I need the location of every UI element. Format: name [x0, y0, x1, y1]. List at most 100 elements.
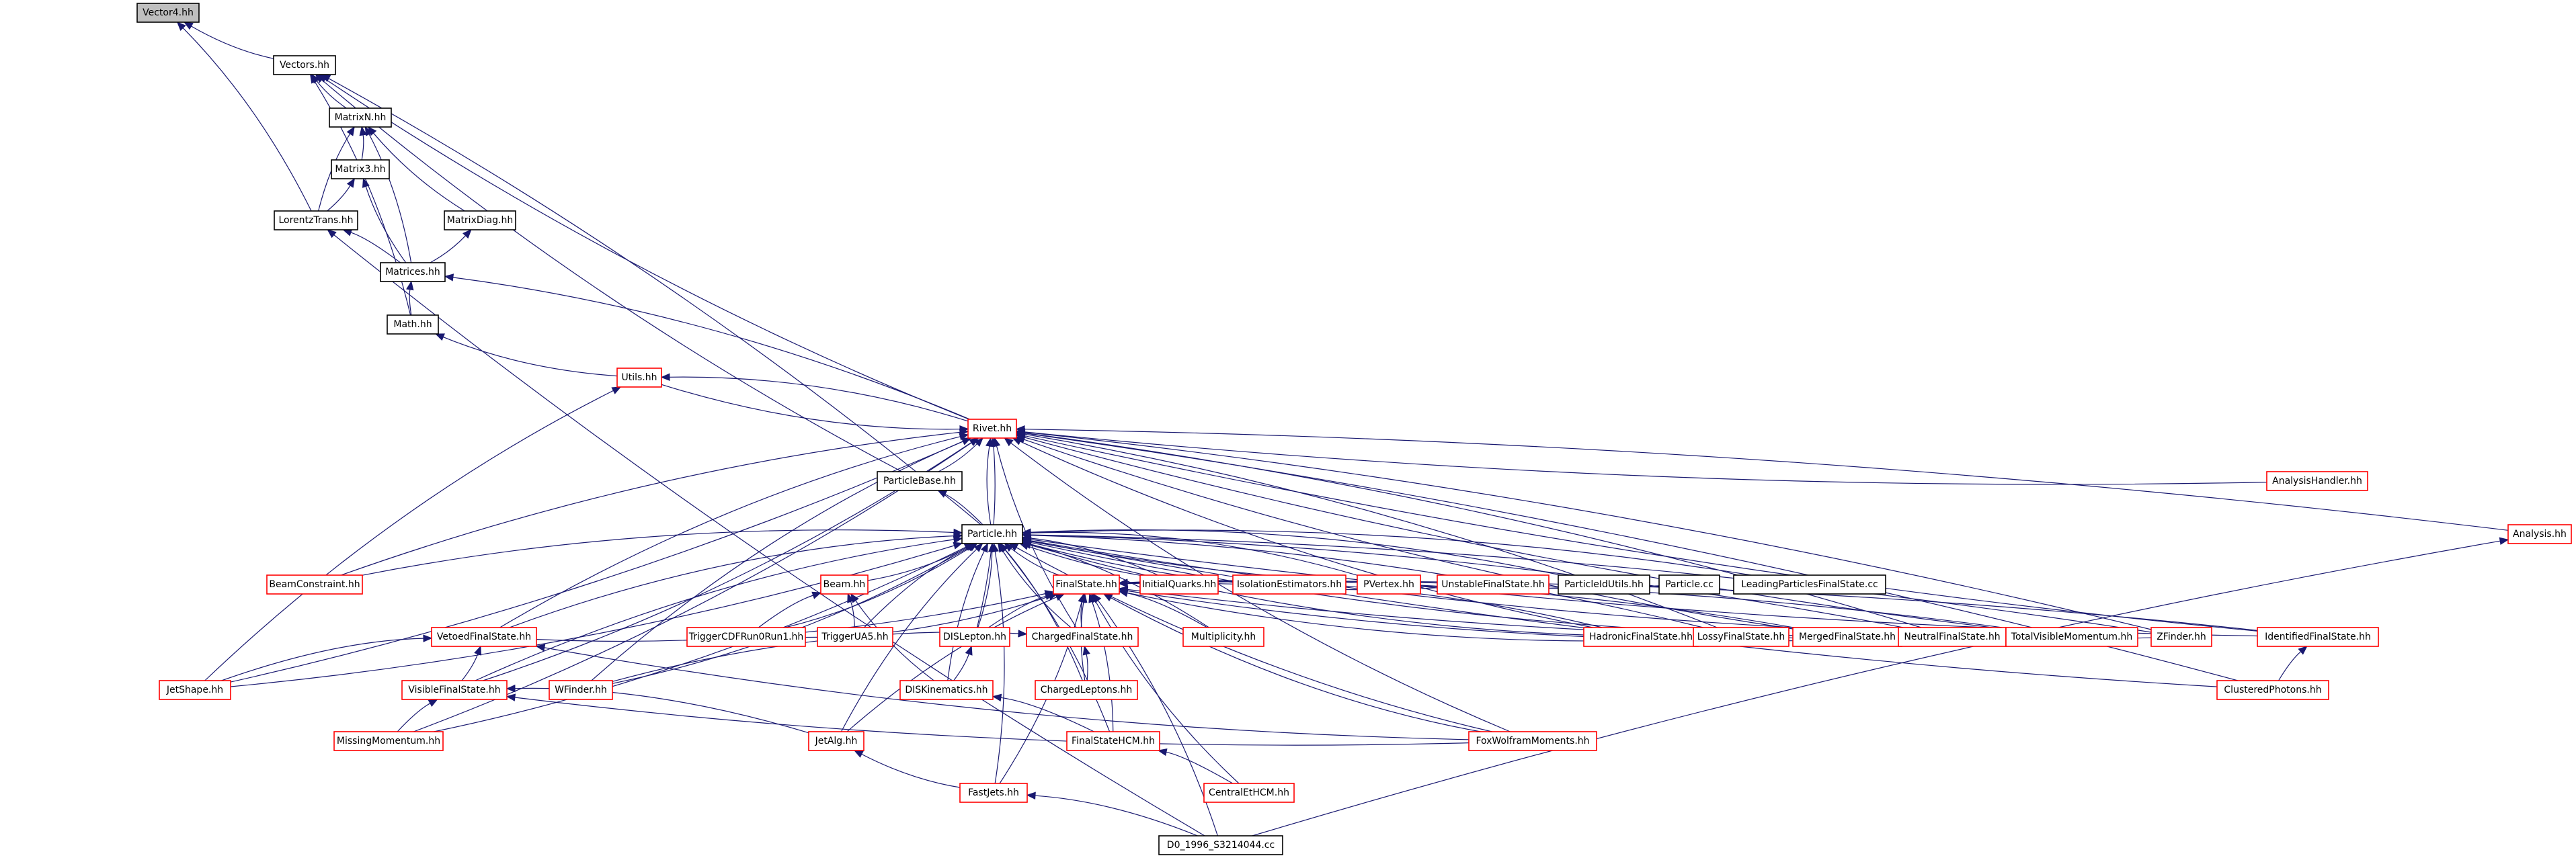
node-box[interactable] [273, 55, 336, 75]
node-analysishandler[interactable]: AnalysisHandler.hh [2266, 471, 2368, 491]
node-foxwolfram[interactable]: FoxWolframMoments.hh [1468, 731, 1597, 751]
node-box[interactable] [616, 368, 662, 388]
node-math[interactable]: Math.hh [387, 314, 439, 335]
node-label[interactable]: TotalVisibleMomentum.hh [2011, 632, 2132, 642]
node-vetoedfinalstate[interactable]: VetoedFinalState.hh [431, 627, 537, 647]
node-label[interactable]: JetAlg.hh [815, 736, 858, 746]
node-pvertex[interactable]: PVertex.hh [1357, 574, 1421, 595]
node-box[interactable] [2257, 627, 2379, 647]
node-box[interactable] [329, 108, 392, 128]
node-label[interactable]: LossyFinalState.hh [1697, 632, 1785, 642]
node-label[interactable]: Multiplicity.hh [1191, 632, 1256, 642]
node-box[interactable] [1437, 574, 1549, 595]
node-hadronicfinalstate[interactable]: HadronicFinalState.hh [1583, 627, 1699, 647]
node-totalvisiblemomentum[interactable]: TotalVisibleMomentum.hh [2005, 627, 2138, 647]
node-box[interactable] [820, 574, 869, 595]
node-zfinder[interactable]: ZFinder.hh [2150, 627, 2212, 647]
node-leadingparticles[interactable]: LeadingParticlesFinalState.cc [1733, 574, 1886, 595]
node-mergedfinalstate[interactable]: MergedFinalState.hh [1792, 627, 1902, 647]
node-label[interactable]: NeutralFinalState.hh [1904, 632, 2000, 642]
node-initialquarks[interactable]: InitialQuarks.hh [1139, 574, 1219, 595]
node-box[interactable] [266, 574, 363, 595]
node-box[interactable] [1158, 835, 1283, 855]
node-particlecc[interactable]: Particle.cc [1658, 574, 1720, 595]
node-box[interactable] [1792, 627, 1902, 647]
node-label[interactable]: LorentzTrans.hh [278, 215, 353, 226]
node-box[interactable] [2005, 627, 2138, 647]
node-box[interactable] [1066, 731, 1160, 751]
node-box[interactable] [1053, 574, 1120, 595]
node-label[interactable]: UnstableFinalState.hh [1441, 579, 1544, 590]
node-multiplicity[interactable]: Multiplicity.hh [1182, 627, 1264, 647]
node-box[interactable] [431, 627, 537, 647]
node-box[interactable] [1182, 627, 1264, 647]
node-particleidutils[interactable]: ParticleIdUtils.hh [1558, 574, 1650, 595]
node-utils[interactable]: Utils.hh [616, 368, 662, 388]
node-finalstatehcm[interactable]: FinalStateHCM.hh [1066, 731, 1160, 751]
node-box[interactable] [1357, 574, 1421, 595]
node-label[interactable]: FastJets.hh [968, 787, 1019, 798]
node-lorentztrans[interactable]: LorentzTrans.hh [274, 210, 358, 230]
node-finalstate[interactable]: FinalState.hh [1053, 574, 1120, 595]
node-label[interactable]: Matrix3.hh [335, 164, 385, 175]
node-label[interactable]: MissingMomentum.hh [337, 736, 440, 746]
node-matrixn[interactable]: MatrixN.hh [329, 108, 392, 128]
node-label[interactable]: Math.hh [393, 319, 432, 330]
node-triggerua5[interactable]: TriggerUA5.hh [817, 627, 893, 647]
node-box[interactable] [1693, 627, 1789, 647]
node-diskinematics[interactable]: DISKinematics.hh [899, 680, 994, 700]
node-lossyfinalstate[interactable]: LossyFinalState.hh [1693, 627, 1789, 647]
node-box[interactable] [1583, 627, 1699, 647]
node-jetshape[interactable]: JetShape.hh [159, 680, 231, 700]
node-label[interactable]: DISKinematics.hh [905, 685, 988, 695]
node-label[interactable]: FinalStateHCM.hh [1072, 736, 1155, 746]
node-box[interactable] [444, 210, 516, 230]
node-beamconstraint[interactable]: BeamConstraint.hh [266, 574, 363, 595]
node-box[interactable] [274, 210, 358, 230]
node-triggercdf[interactable]: TriggerCDFRun0Run1.hh [686, 627, 806, 647]
node-label[interactable]: Utils.hh [621, 372, 657, 383]
node-box[interactable] [2150, 627, 2212, 647]
node-label[interactable]: AnalysisHandler.hh [2272, 476, 2362, 486]
node-fastjets[interactable]: FastJets.hh [959, 783, 1028, 803]
node-label[interactable]: IsolationEstimators.hh [1237, 579, 1342, 590]
node-box[interactable] [1026, 627, 1139, 647]
node-box[interactable] [967, 419, 1017, 439]
node-label[interactable]: Rivet.hh [973, 423, 1012, 434]
node-label[interactable]: FoxWolframMoments.hh [1476, 736, 1589, 746]
node-label[interactable]: ClusteredPhotons.hh [2224, 685, 2321, 695]
node-vectors[interactable]: Vectors.hh [273, 55, 336, 75]
node-label[interactable]: Analysis.hh [2513, 529, 2567, 540]
node-dislepton[interactable]: DISLepton.hh [939, 627, 1010, 647]
node-box[interactable] [1898, 627, 2007, 647]
node-label[interactable]: Beam.hh [823, 579, 866, 590]
node-box[interactable] [2216, 680, 2329, 700]
node-label[interactable]: Particle.cc [1665, 579, 1714, 590]
node-box[interactable] [1658, 574, 1720, 595]
node-clusteredphotons[interactable]: ClusteredPhotons.hh [2216, 680, 2329, 700]
node-box[interactable] [1139, 574, 1219, 595]
node-box[interactable] [331, 159, 390, 179]
node-box[interactable] [959, 783, 1028, 803]
node-label[interactable]: ChargedLeptons.hh [1041, 685, 1133, 695]
node-label[interactable]: ChargedFinalState.hh [1032, 632, 1133, 642]
node-d0[interactable]: D0_1996_S3214044.cc [1158, 835, 1283, 855]
node-label[interactable]: ParticleIdUtils.hh [1564, 579, 1644, 590]
node-label[interactable]: Matrices.hh [385, 267, 440, 277]
node-box[interactable] [808, 731, 864, 751]
node-identifiedfinalstate[interactable]: IdentifiedFinalState.hh [2257, 627, 2379, 647]
node-box[interactable] [387, 314, 439, 335]
node-box[interactable] [549, 680, 613, 700]
node-beam[interactable]: Beam.hh [820, 574, 869, 595]
node-box[interactable] [961, 524, 1023, 544]
node-label[interactable]: WFinder.hh [555, 685, 607, 695]
node-chargedfinalstate[interactable]: ChargedFinalState.hh [1026, 627, 1139, 647]
node-label[interactable]: VetoedFinalState.hh [437, 632, 531, 642]
node-box[interactable] [1203, 783, 1295, 803]
node-box[interactable] [1232, 574, 1346, 595]
node-label[interactable]: Particle.hh [967, 529, 1017, 540]
node-box[interactable] [159, 680, 231, 700]
node-label[interactable]: HadronicFinalState.hh [1589, 632, 1693, 642]
node-label[interactable]: TriggerUA5.hh [821, 632, 888, 642]
node-matrixdiag[interactable]: MatrixDiag.hh [444, 210, 516, 230]
